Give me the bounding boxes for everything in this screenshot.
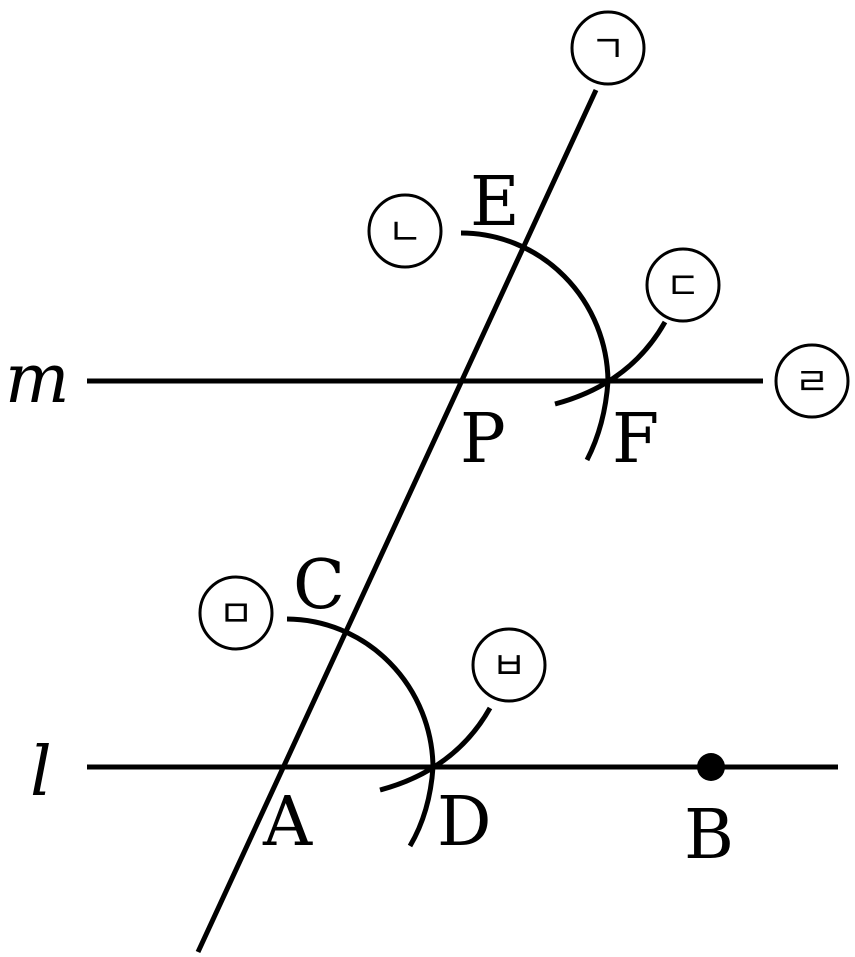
line-label-m: m bbox=[5, 340, 69, 419]
point-label-d: D bbox=[437, 783, 492, 862]
point-label-e: E bbox=[470, 163, 520, 242]
point-label-b: B bbox=[684, 796, 734, 875]
point-label-f: F bbox=[612, 400, 659, 479]
step-marker-6: ㅂ bbox=[471, 627, 547, 703]
point-label-c: C bbox=[293, 546, 345, 625]
step-marker-1: ㄱ bbox=[570, 10, 646, 86]
step-marker-3: ㄷ bbox=[645, 247, 721, 323]
step-marker-4-text: ㄹ bbox=[795, 360, 830, 404]
step-marker-4: ㄹ bbox=[774, 343, 850, 419]
point-label-p: P bbox=[460, 400, 506, 479]
arc-through-f bbox=[554, 320, 668, 407]
step-marker-5-text: ㅁ bbox=[219, 592, 254, 636]
line-label-l: l bbox=[30, 733, 52, 812]
step-marker-1-text: ㄱ bbox=[591, 27, 626, 71]
step-marker-6-text: ㅂ bbox=[492, 644, 527, 688]
arc-cd-center-a bbox=[286, 616, 436, 848]
transversal-line-ap bbox=[195, 88, 599, 954]
step-marker-5: ㅁ bbox=[198, 575, 274, 651]
step-marker-3-text: ㄷ bbox=[666, 264, 701, 308]
point-b-dot bbox=[697, 753, 725, 781]
step-marker-2-text: ㄴ bbox=[388, 210, 423, 254]
arc-through-d bbox=[379, 706, 493, 793]
arc-ef-center-p bbox=[460, 230, 611, 462]
point-label-a: A bbox=[262, 783, 313, 862]
step-marker-2: ㄴ bbox=[367, 193, 443, 269]
